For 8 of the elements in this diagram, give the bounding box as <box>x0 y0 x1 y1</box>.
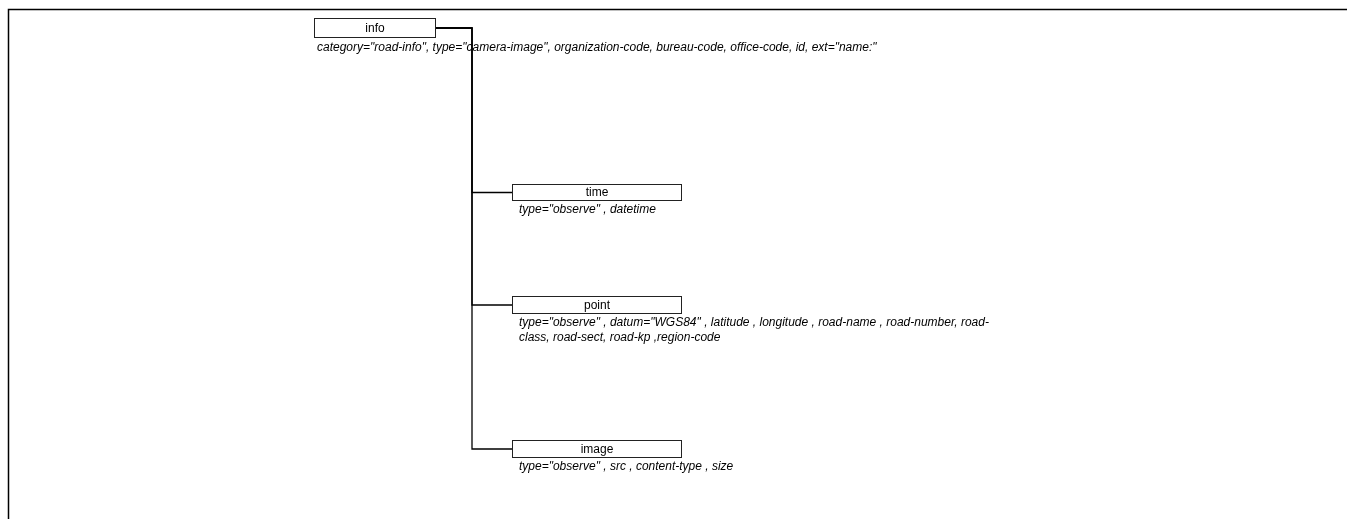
connector-line <box>435 27 513 450</box>
element-box: point <box>512 296 682 314</box>
element-box: time <box>512 184 682 201</box>
attribute-list: type="observe" , src , content-type , size <box>519 459 919 474</box>
element-box: image <box>512 440 682 458</box>
attribute-list: type="observe" , datetime <box>519 202 919 217</box>
element-box: info <box>314 18 436 38</box>
attribute-list: type="observe" , datum="WGS84" , latitude , longitude , road-name , road-number, road-class, road-sect, road-kp ,region-code <box>519 315 989 345</box>
